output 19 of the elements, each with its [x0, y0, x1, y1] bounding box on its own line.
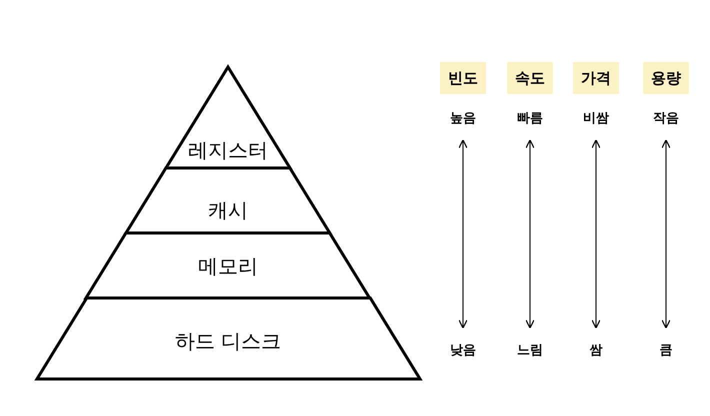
scale-label: 빠름	[508, 108, 552, 128]
double-arrow	[591, 139, 601, 329]
pyramid-layer: 캐시	[126, 168, 330, 233]
header-label: 용량	[643, 62, 689, 94]
pyramid-layer: 메모리	[86, 233, 370, 298]
header-label: 가격	[573, 62, 619, 94]
scale-label: 작음	[644, 108, 688, 128]
double-arrow	[525, 139, 535, 329]
pyramid-layer: 레지스터	[166, 67, 290, 168]
header-label: 속도	[507, 62, 553, 94]
scale-label: 쌈	[574, 340, 618, 360]
scale-label: 높음	[441, 108, 485, 128]
scale-label: 낮음	[441, 340, 485, 360]
double-arrow	[661, 139, 671, 329]
scale-label: 비쌈	[574, 108, 618, 128]
scale-label: 큼	[644, 340, 688, 360]
double-arrow	[458, 139, 468, 329]
header-label: 빈도	[440, 62, 486, 94]
scale-label: 느림	[508, 340, 552, 360]
